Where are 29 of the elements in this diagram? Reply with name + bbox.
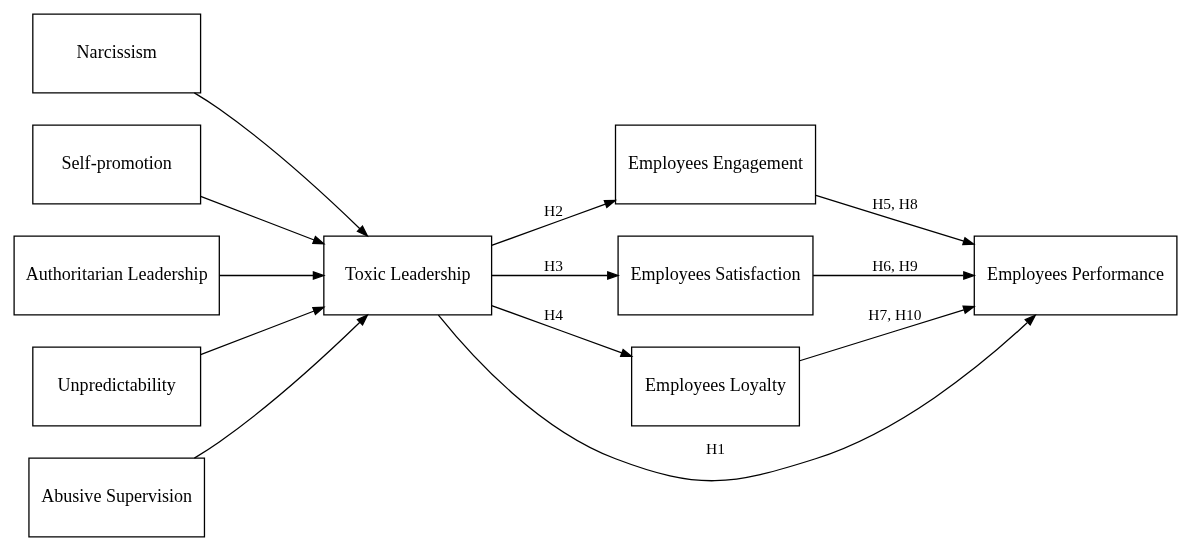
arrow bbox=[200, 306, 326, 355]
arrow bbox=[490, 270, 620, 280]
arrow bbox=[799, 305, 976, 361]
edge-label: H5, H8 bbox=[872, 194, 918, 212]
edge-label: H4 bbox=[544, 305, 564, 323]
node-box: Employees Engagement bbox=[614, 124, 817, 204]
node-box: Employees Performance bbox=[973, 235, 1178, 315]
node-box: Authoritarian Leadership bbox=[13, 235, 220, 315]
node-box: Narcissism bbox=[32, 13, 202, 94]
node-box: Abusive Supervision bbox=[28, 456, 206, 537]
arrow bbox=[193, 91, 369, 237]
node-box: Unpredictability bbox=[32, 346, 202, 426]
arrow bbox=[490, 199, 618, 246]
arrow bbox=[815, 194, 976, 245]
edge-label: H1 bbox=[706, 439, 725, 457]
node-box: Self-promotion bbox=[32, 124, 202, 204]
edge-label: H6, H9 bbox=[872, 256, 918, 274]
node-box: Toxic Leadership bbox=[323, 235, 493, 315]
arrow bbox=[193, 313, 369, 459]
edge-label: H3 bbox=[544, 256, 564, 274]
edge-label: H7, H10 bbox=[868, 305, 922, 323]
arrow bbox=[219, 270, 326, 280]
node-box: Employees Satisfaction bbox=[617, 235, 814, 315]
arrow bbox=[200, 195, 326, 244]
node-box: Employees Loyalty bbox=[631, 346, 801, 426]
arrow bbox=[437, 313, 1037, 481]
edge-label: H2 bbox=[544, 201, 564, 219]
arrow bbox=[490, 304, 634, 357]
arrow bbox=[812, 270, 977, 280]
